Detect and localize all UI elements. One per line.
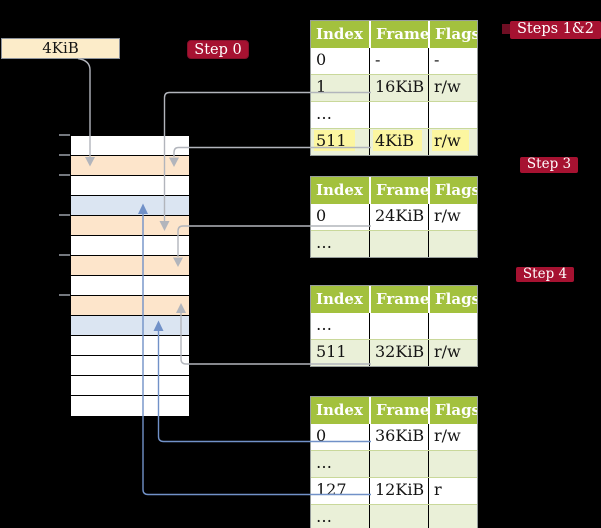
column-header-index: Index [316, 290, 363, 308]
table-cell: … [316, 315, 332, 334]
table-row: … [311, 504, 477, 528]
memory-frame-row-2 [71, 156, 189, 176]
table-cell: 4KiB [369, 129, 428, 155]
table-cell: 127 [316, 480, 347, 499]
table-cell: … [316, 233, 332, 252]
table-cell: - [369, 48, 428, 74]
memory-frame-row-6 [71, 236, 189, 256]
table-cell: - [428, 48, 477, 74]
table-cell: 12KiB [369, 478, 428, 504]
table-cell [369, 231, 428, 257]
table-cell: 0 [316, 50, 327, 69]
column-header-flags: Flags [428, 397, 477, 424]
badge-notch [502, 24, 510, 34]
table-cell: … [316, 507, 332, 526]
table-cell: 36KiB [369, 424, 428, 450]
table-row: … [311, 450, 477, 477]
table-row: … [311, 101, 477, 128]
memory-frame-row-12 [71, 356, 189, 376]
table-row: 0 -- [311, 48, 477, 74]
memory-frame-row-7 [71, 256, 189, 276]
table-cell [428, 313, 477, 339]
frame-size-label-box: 4KiB [1, 38, 120, 59]
table-cell: 0 [316, 206, 327, 225]
column-header-flags: Flags [428, 21, 477, 48]
badge-step-4: Step 4 [516, 267, 574, 282]
memory-frame-row-9 [71, 296, 189, 316]
table-row: … [311, 230, 477, 257]
table-cell [428, 505, 477, 528]
column-header-frame: Frame [369, 177, 428, 204]
physical-memory-column [70, 135, 190, 416]
table-cell: 32KiB [369, 340, 428, 366]
badge-step-3: Step 3 [520, 157, 578, 173]
highlighted-value: 511 [314, 130, 355, 151]
frame-size-label: 4KiB [42, 39, 79, 57]
table-cell: r/w [428, 129, 477, 155]
memory-offset-ticks [59, 134, 70, 296]
column-header-flags: Flags [428, 177, 477, 204]
table-cell: r/w [428, 204, 477, 230]
table-cell [428, 451, 477, 477]
table-cell: 1 [316, 77, 327, 96]
memory-frame-row-13 [71, 376, 189, 396]
table-cell: r/w [428, 75, 477, 101]
badge-steps-1-2: Steps 1&2 [510, 21, 601, 39]
memory-frame-row-5 [71, 216, 189, 236]
table-cell [428, 231, 477, 257]
column-header-flags: Flags [428, 286, 477, 313]
table-cell: r [428, 478, 477, 504]
column-header-frame: Frame [369, 286, 428, 313]
table-cell: 511 [311, 129, 369, 155]
memory-frame-row-8 [71, 276, 189, 296]
column-header-index: Index [316, 25, 363, 43]
memory-frame-row-14 [71, 396, 189, 416]
table-cell [369, 102, 428, 128]
memory-frame-row-10 [71, 316, 189, 336]
column-header-index: Index [316, 181, 363, 199]
table-cell [369, 451, 428, 477]
memory-frame-row-1 [71, 136, 189, 156]
memory-frame-row-4 [71, 196, 189, 216]
column-header-frame: Frame [369, 21, 428, 48]
highlighted-value: r/w [432, 130, 469, 151]
table-cell [369, 313, 428, 339]
badge-step-0: Step 0 [187, 40, 249, 59]
table-cell: r/w [428, 340, 477, 366]
table-row: 511 4KiB r/w [311, 128, 477, 155]
table-cell: … [316, 453, 332, 472]
table-cell [369, 505, 428, 528]
column-header-index: Index [316, 401, 363, 419]
table-cell: 511 [316, 342, 347, 361]
table-cell [428, 102, 477, 128]
memory-frame-row-11 [71, 336, 189, 356]
table-row: … [311, 313, 477, 339]
highlighted-value: 4KiB [373, 130, 423, 151]
memory-frame-row-3 [71, 176, 189, 196]
column-header-frame: Frame [369, 397, 428, 424]
table-cell: 0 [316, 426, 327, 445]
table-cell: 24KiB [369, 204, 428, 230]
table-cell: 16KiB [369, 75, 428, 101]
table-cell: … [316, 104, 332, 123]
table-cell: r/w [428, 424, 477, 450]
